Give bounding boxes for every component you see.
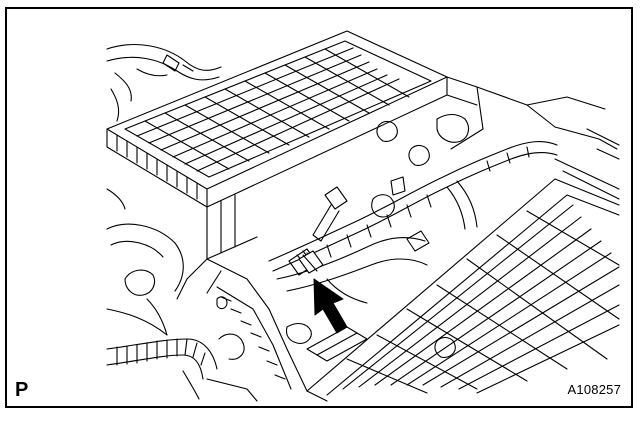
background-left-components xyxy=(107,189,183,335)
wiring-harness-main xyxy=(269,142,557,303)
corrugated-hose-bottom-left xyxy=(107,334,257,401)
figure-code: A108257 xyxy=(567,382,621,397)
diagram-frame: P A108257 xyxy=(5,7,633,408)
fasteners xyxy=(217,122,455,358)
upper-grid-module xyxy=(107,31,447,259)
lower-grid-module xyxy=(286,179,619,401)
lower-left-duct xyxy=(177,259,307,391)
corner-label: P xyxy=(15,379,29,401)
pointer-arrow xyxy=(314,279,347,333)
engine-bay-illustration xyxy=(7,9,631,406)
target-connector xyxy=(299,251,323,273)
background-hoses-top-left xyxy=(107,45,221,121)
right-bracket-upper xyxy=(437,77,617,149)
right-tray xyxy=(555,129,619,199)
